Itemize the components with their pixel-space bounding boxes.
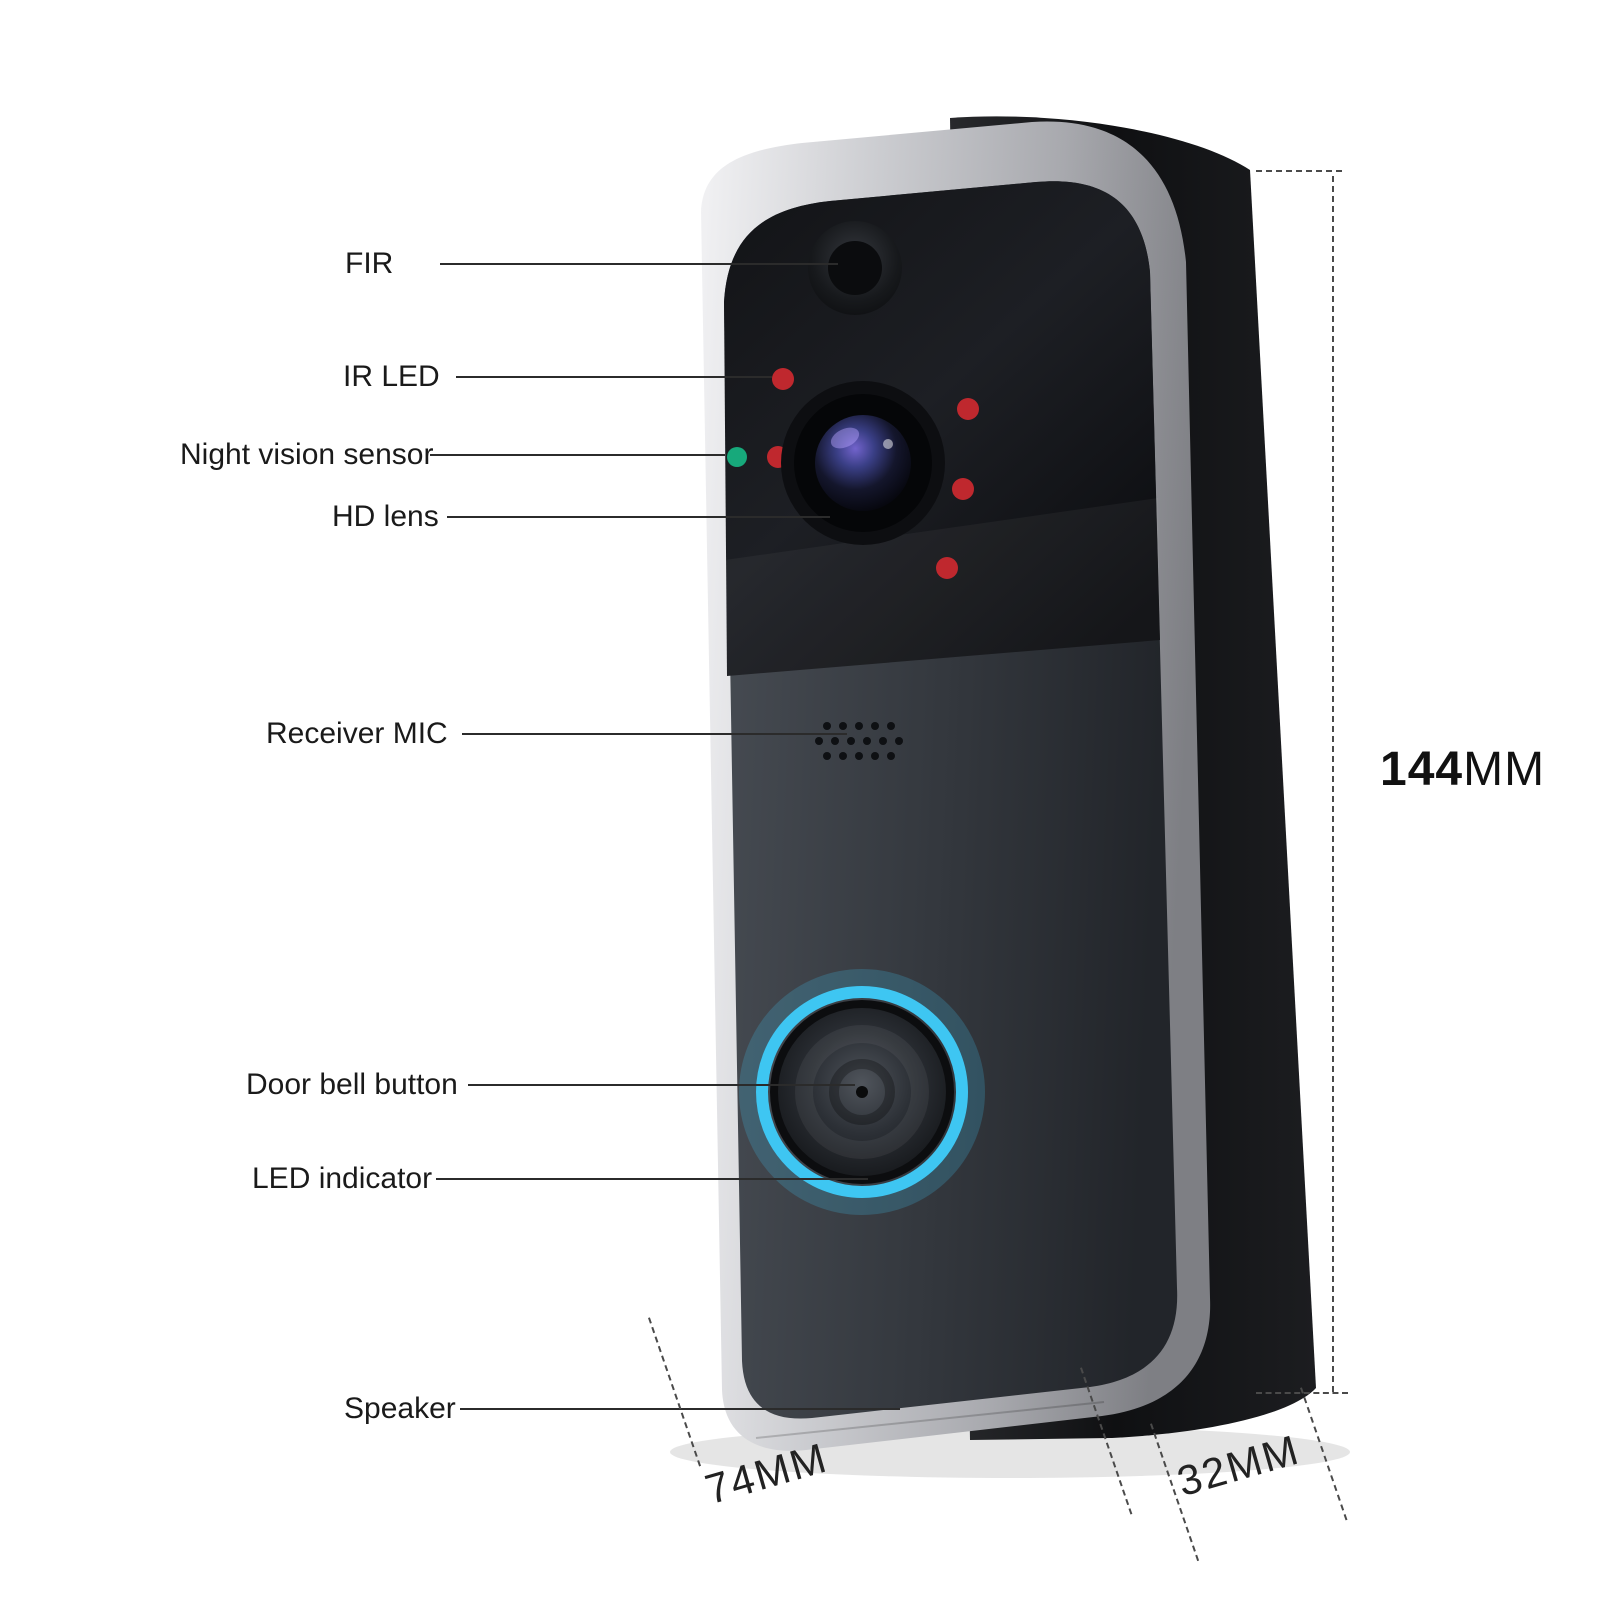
led-ring-glow xyxy=(739,969,985,1215)
callout-line-speaker xyxy=(460,1408,900,1410)
dim-height-label: 144MM xyxy=(1380,742,1545,797)
ir-led xyxy=(772,368,794,390)
dim-height-value: 144 xyxy=(1380,743,1464,796)
fir-sensor xyxy=(808,221,902,315)
label-ir-led: IR LED xyxy=(343,360,440,393)
label-led-indicator: LED indicator xyxy=(252,1162,433,1195)
callout-line-ir-led xyxy=(456,376,772,378)
panel-gloss xyxy=(725,498,1160,676)
label-fir: FIR xyxy=(345,247,394,280)
callout-line-night-vision xyxy=(430,454,725,456)
callout-line-led-indicator xyxy=(436,1178,868,1180)
night-vision-led xyxy=(727,447,747,467)
callout-line-fir xyxy=(440,263,838,265)
label-hd-lens: HD lens xyxy=(332,500,439,533)
dim-height-line xyxy=(1332,176,1334,1392)
led-indicator-ring xyxy=(756,986,968,1198)
ir-led xyxy=(936,557,958,579)
dim-height-bottom-tick xyxy=(1256,1392,1348,1394)
ir-led xyxy=(952,478,974,500)
label-receiver-mic: Receiver MIC xyxy=(266,717,448,750)
callout-line-receiver-mic xyxy=(462,733,847,735)
callout-line-hd-lens xyxy=(447,516,830,518)
dim-height-top-tick xyxy=(1256,170,1342,172)
ir-led-cluster xyxy=(767,368,979,579)
label-door-bell-button: Door bell button xyxy=(246,1068,458,1101)
label-speaker: Speaker xyxy=(344,1392,456,1425)
mic-holes xyxy=(815,722,903,760)
ir-led xyxy=(957,398,979,420)
speaker-area xyxy=(755,1401,1105,1439)
label-night-vision: Night vision sensor xyxy=(180,438,434,471)
doorbell-button xyxy=(739,969,985,1215)
camera-lens xyxy=(781,381,945,545)
callout-line-door-bell-button xyxy=(468,1084,855,1086)
dim-height-unit: MM xyxy=(1463,743,1546,796)
